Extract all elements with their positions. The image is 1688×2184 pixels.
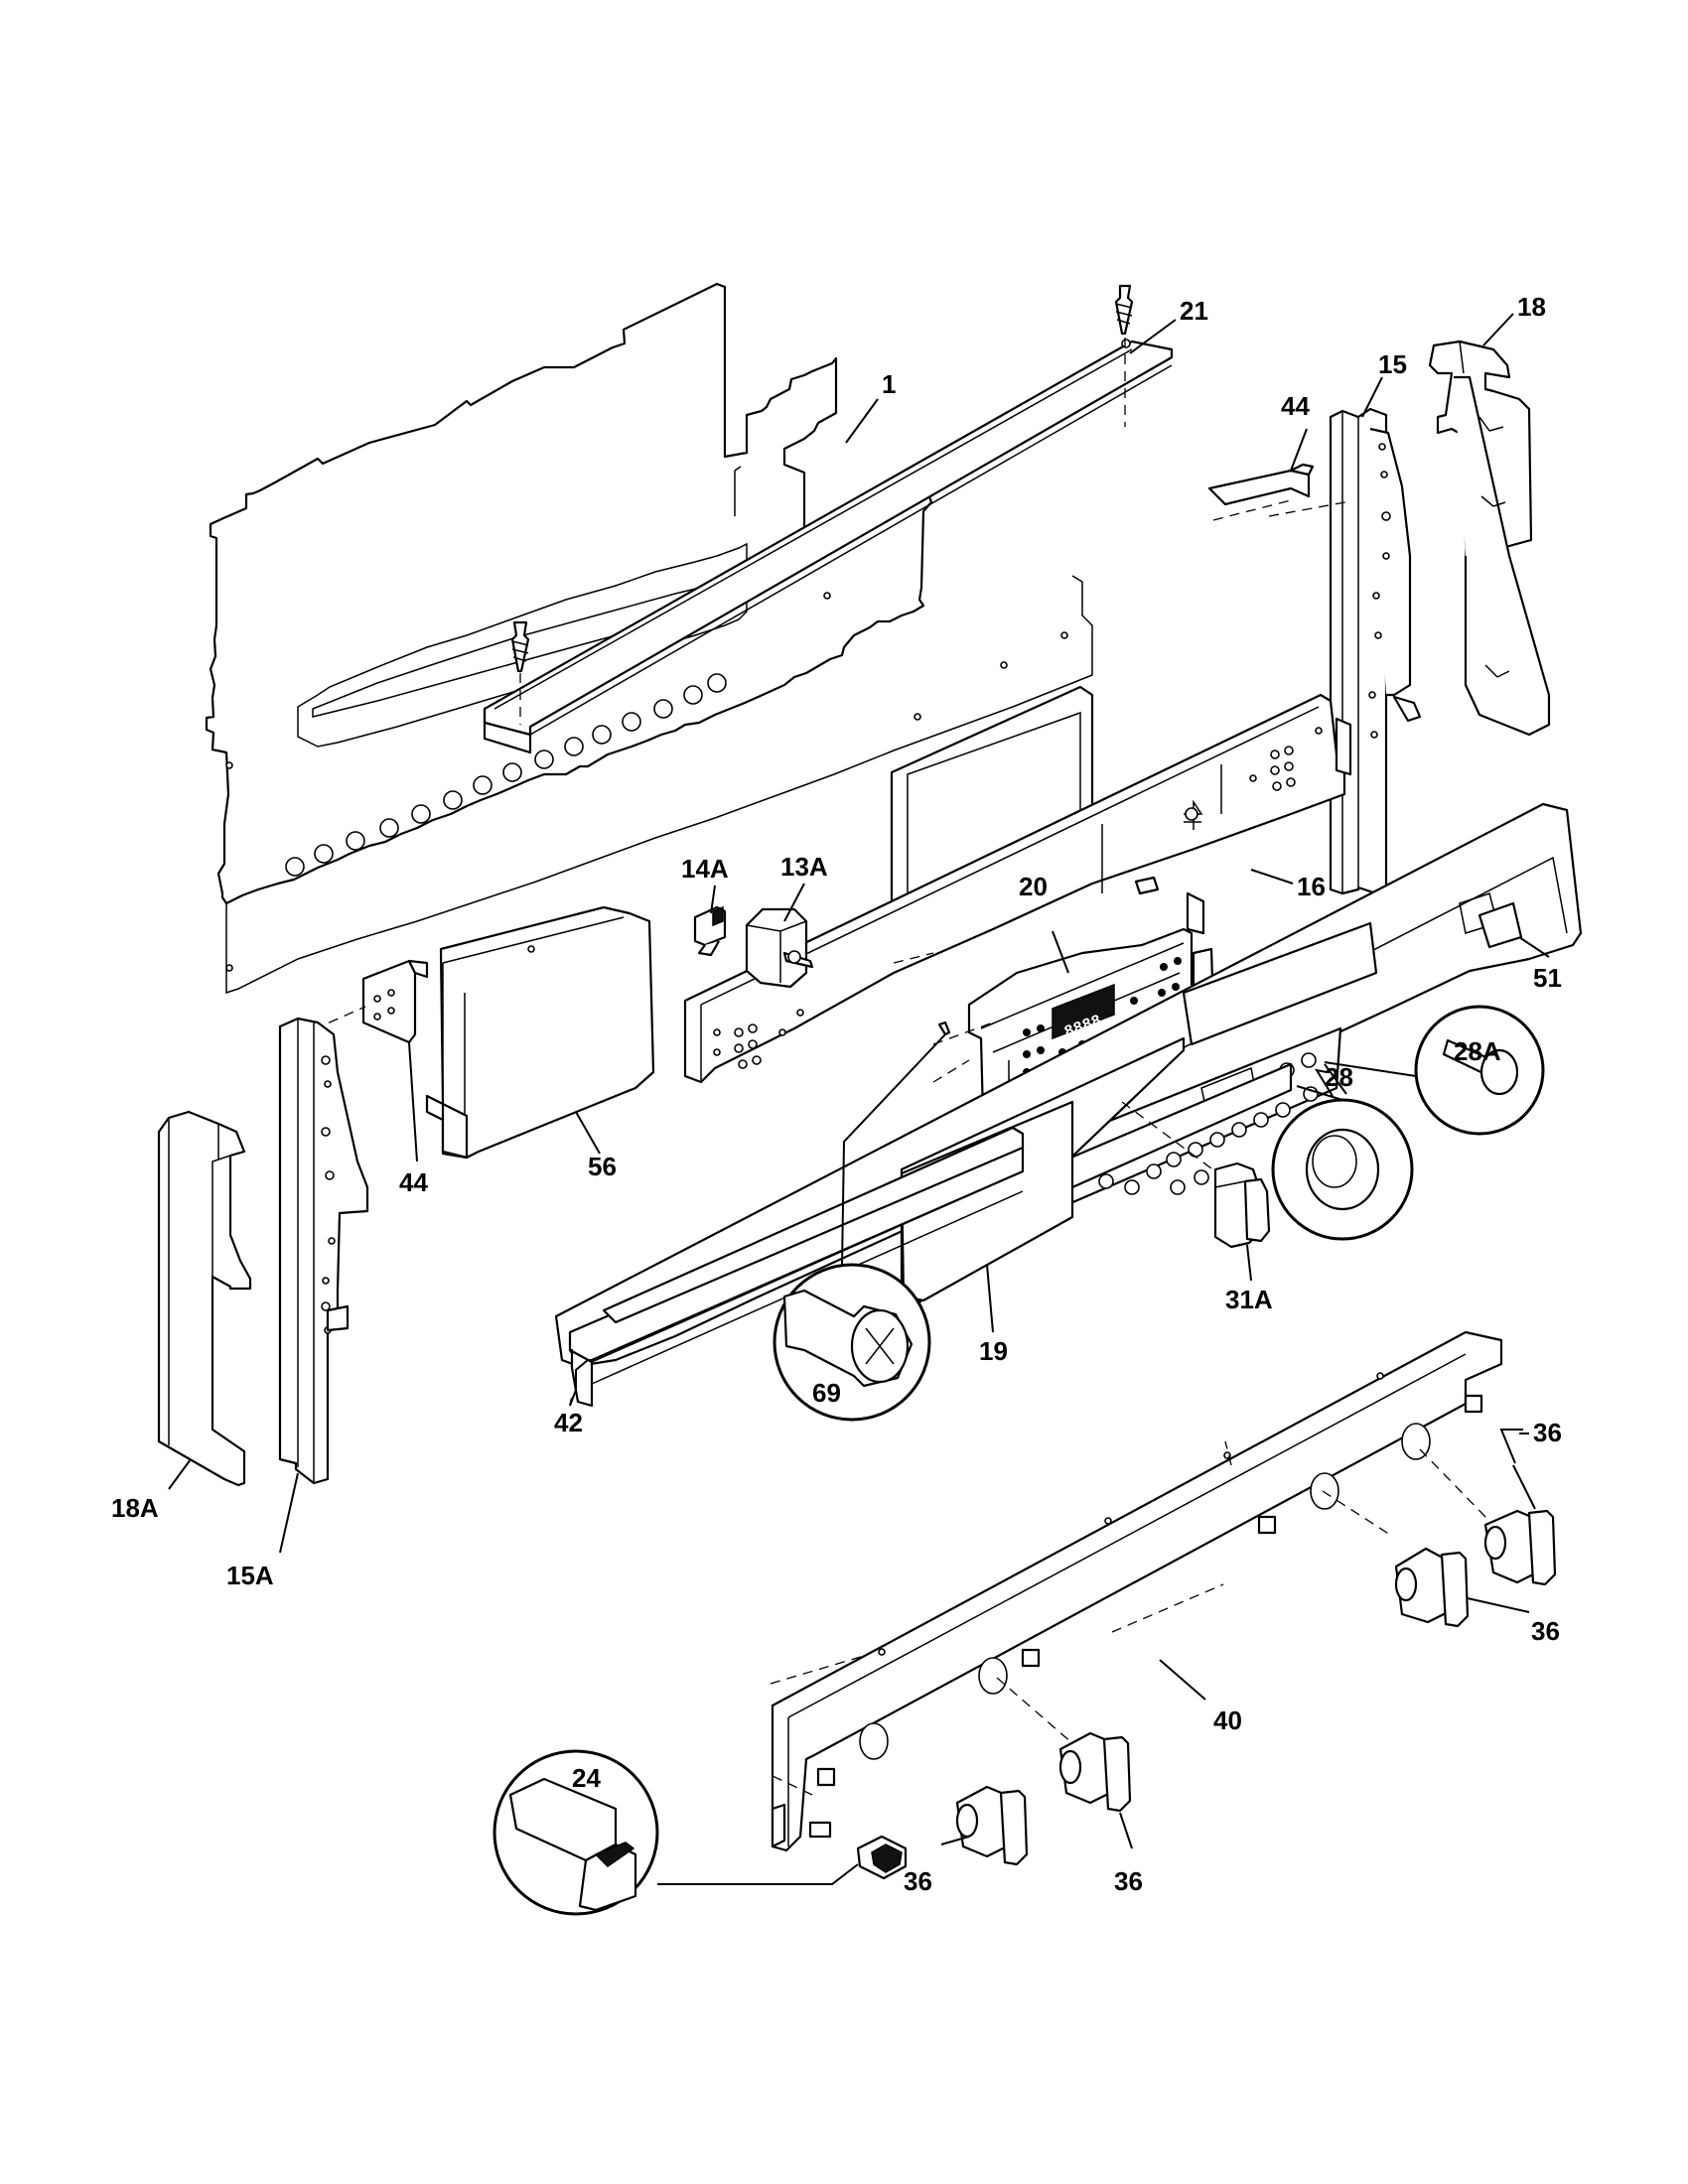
label-part-44-left: 44 <box>399 1167 428 1197</box>
label-part-19: 19 <box>979 1336 1008 1366</box>
callout-part-24 <box>492 1749 659 1916</box>
burner-knob-36-b <box>1394 1547 1470 1628</box>
channel-part-42 <box>568 1126 1025 1408</box>
label-part-36-b: 36 <box>1531 1616 1560 1646</box>
screw-69-small <box>937 1021 951 1036</box>
top-rail-part-21 <box>483 340 1174 754</box>
manifold-clips <box>808 1394 1483 1839</box>
clock-display <box>1052 983 1115 1040</box>
side-rail-part-15A <box>278 1017 369 1485</box>
manifold-panel-part-40 <box>771 1330 1503 1852</box>
panel-holes <box>285 673 727 877</box>
rocker-switch-part-24-small <box>856 1835 908 1880</box>
bracket-part-44-top <box>1207 463 1315 506</box>
label-part-36-c: 36 <box>1114 1866 1143 1896</box>
label-part-56: 56 <box>588 1152 617 1181</box>
label-part-16: 16 <box>1297 872 1326 901</box>
label-part-36-d: 36 <box>904 1866 932 1896</box>
side-rail-part-15 <box>1329 407 1422 895</box>
screw-top <box>1114 284 1134 348</box>
label-part-18A: 18A <box>111 1493 159 1523</box>
label-part-13A: 13A <box>780 852 828 882</box>
label-part-21: 21 <box>1180 296 1208 326</box>
callout-part-28A <box>1414 1005 1545 1136</box>
end-cap-part-18A <box>157 1110 252 1487</box>
label-part-24: 24 <box>572 1763 601 1793</box>
bracket-part-44-left <box>361 959 429 1044</box>
burner-knob-36-d <box>955 1785 1029 1866</box>
callout-part-28 <box>1271 1098 1414 1241</box>
callout-part-69 <box>773 1263 931 1422</box>
screw-left <box>510 620 530 673</box>
label-part-51: 51 <box>1533 963 1562 993</box>
burner-knob-36-c <box>1058 1731 1132 1813</box>
label-part-42: 42 <box>554 1408 583 1437</box>
label-part-40: 40 <box>1213 1706 1242 1735</box>
burner-knob-36-a <box>1483 1509 1557 1586</box>
label-part-20: 20 <box>1019 872 1048 901</box>
switch-part-14A <box>693 905 727 957</box>
label-part-44-top: 44 <box>1281 391 1310 421</box>
mounting-box-part-56 <box>425 905 655 1160</box>
label-part-69: 69 <box>812 1378 841 1408</box>
end-cap-part-18 <box>1428 340 1551 737</box>
label-part-1: 1 <box>882 369 896 399</box>
label-part-15A: 15A <box>226 1561 274 1590</box>
manifold-holes <box>859 1372 1431 1760</box>
label-part-15: 15 <box>1378 349 1407 379</box>
knob-part-31A <box>1213 1161 1271 1249</box>
switch-part-13A <box>745 907 814 989</box>
part-labels: 1 21 18 15 44 14A 13A 20 16 51 28A 28 44… <box>111 292 1562 1896</box>
label-part-36-a: 36 <box>1533 1418 1562 1447</box>
control-bracket-part-16 <box>683 693 1352 1084</box>
leader-lines <box>168 313 1550 1885</box>
bracket-holes-left <box>713 1009 804 1069</box>
label-part-14A: 14A <box>681 854 729 884</box>
label-part-28A: 28A <box>1454 1036 1501 1066</box>
bracket-holes-right <box>1249 727 1323 791</box>
label-part-18: 18 <box>1517 292 1546 322</box>
label-part-31A: 31A <box>1225 1285 1273 1314</box>
label-part-28: 28 <box>1325 1062 1353 1092</box>
